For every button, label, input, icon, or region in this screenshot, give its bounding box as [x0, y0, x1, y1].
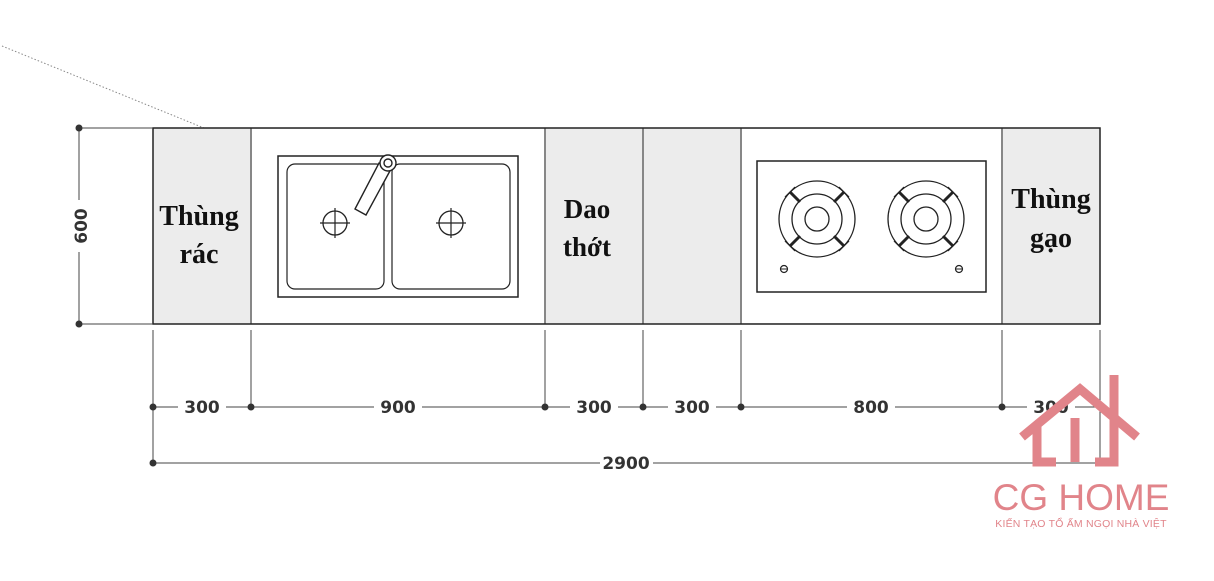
segment-label-rice: Thùng gạo	[1011, 184, 1090, 254]
hob-segment	[742, 129, 1001, 323]
total-width-label: 2900	[602, 454, 649, 474]
width-label-sink: 900	[380, 398, 416, 418]
segment-label-line: rác	[180, 239, 219, 270]
segment-label-line: thớt	[563, 232, 611, 262]
width-label-trash: 300	[184, 398, 220, 418]
segment-label-line: Thùng	[1011, 184, 1090, 215]
logo-tagline: KIẾN TẠO TỔ ẤM NGỌI NHÀ VIỆT	[995, 517, 1167, 530]
width-label-knife: 300	[576, 398, 612, 418]
segment-label-knife: Dao thớt	[563, 194, 611, 262]
house-logo-icon	[1019, 375, 1140, 467]
depth-dimension	[75, 124, 153, 328]
depth-dimension-label: 600	[72, 208, 92, 244]
double-sink-icon	[277, 155, 519, 298]
sink-segment	[252, 129, 544, 323]
logo-brand-text: CG HOME	[993, 477, 1170, 518]
segment-label-line: gạo	[1030, 223, 1072, 254]
segment-label-line: Thùng	[159, 201, 238, 232]
width-label-hob: 800	[853, 398, 889, 418]
gas-hob-icon	[756, 160, 987, 293]
burner-right	[887, 180, 965, 258]
counter-top	[152, 127, 1101, 325]
faucet-icon	[354, 154, 397, 216]
extension-lines	[152, 330, 1101, 463]
width-label-blank: 300	[674, 398, 710, 418]
cg-home-logo: CG HOME KIẾN TẠO TỔ ẤM NGỌI NHÀ VIỆT	[993, 375, 1170, 530]
leader-line	[1, 45, 205, 129]
burner-left	[778, 180, 856, 258]
segment-label-trash: Thùng rác	[159, 201, 238, 270]
segment-label-line: Dao	[564, 194, 611, 224]
